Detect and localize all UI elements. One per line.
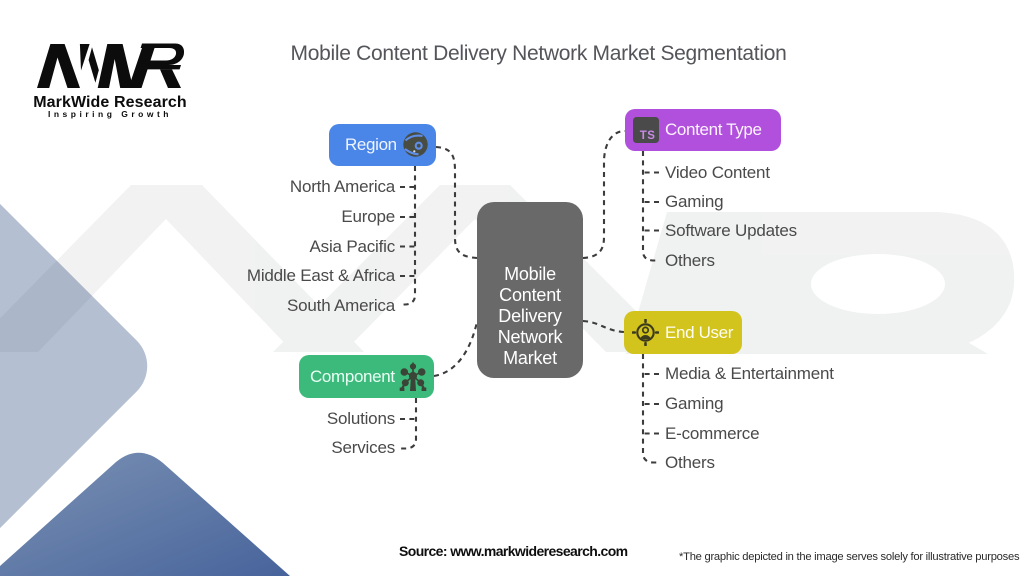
svg-text:S: S <box>647 130 655 142</box>
svg-text:T: T <box>640 130 647 142</box>
